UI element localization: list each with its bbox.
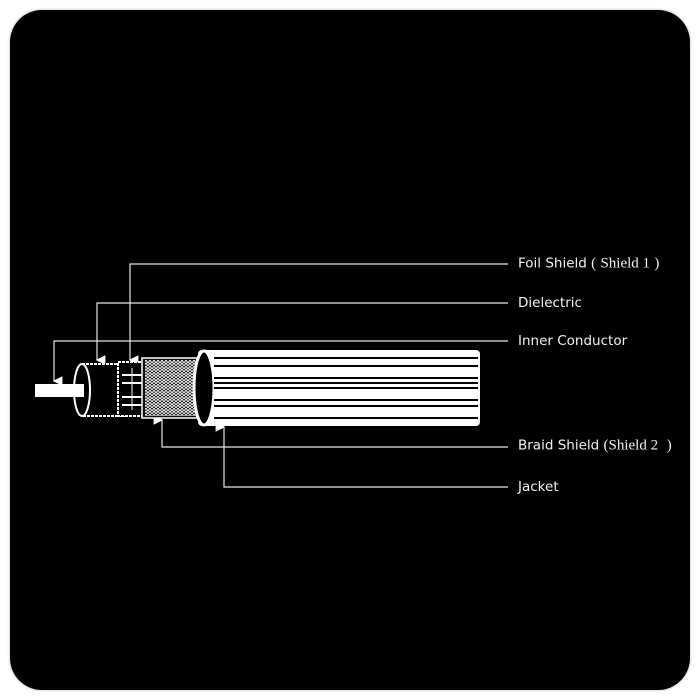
leader-jacket <box>215 422 508 488</box>
label-foil-close: ) <box>654 255 660 272</box>
label-jacket: Jacket <box>518 479 559 495</box>
leader-inner-conductor <box>52 340 508 386</box>
label-braid-open: ( <box>603 437 609 454</box>
dielectric <box>70 363 125 417</box>
label-dielectric: Dielectric <box>518 295 582 311</box>
jacket <box>192 349 480 427</box>
label-foil-main: Foil Shield <box>518 255 587 272</box>
label-inner-conductor: Inner Conductor <box>518 333 628 349</box>
label-foil-open: ( <box>591 255 597 272</box>
leader-foil-shield <box>128 263 508 365</box>
label-foil-shield: Foil Shield ( Shield 1 ) <box>518 256 659 273</box>
label-foil-sub: Shield 1 <box>600 255 651 272</box>
label-braid-sub: Shield 2 <box>608 437 659 454</box>
label-braid-main: Braid Shield <box>518 437 600 454</box>
label-braid-close: ) <box>666 437 672 454</box>
leader-braid-shield <box>153 415 508 448</box>
label-braid-shield: Braid Shield (Shield 2 ) <box>518 438 672 455</box>
